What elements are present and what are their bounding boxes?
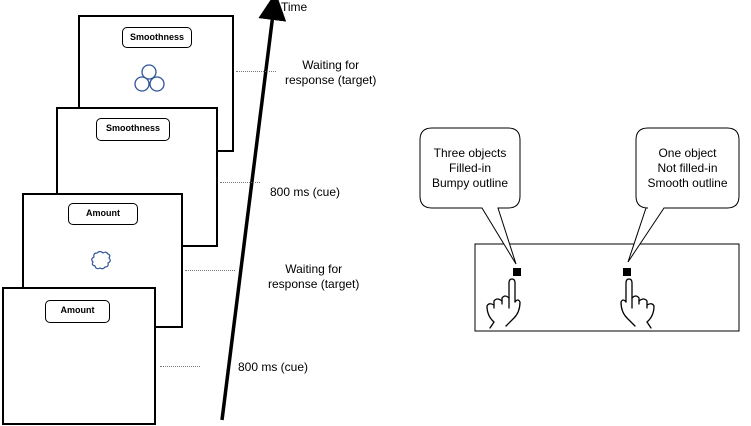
annotation-line: response (target): [285, 73, 377, 87]
trial-screen-4: Amount: [2, 287, 156, 425]
right-bubble-text: One object Not filled-in Smooth outline: [636, 146, 739, 191]
phase-annotation: Waiting for response (target): [268, 262, 359, 292]
cue-label: Amount: [68, 203, 138, 225]
cue-label: Smoothness: [96, 118, 170, 141]
phase-annotation: Waiting for response (target): [285, 58, 376, 88]
phase-annotation: 800 ms (cue): [238, 360, 308, 375]
response-box: [474, 243, 740, 332]
bubble-line: Bumpy outline: [431, 176, 509, 190]
annotation-line: 800 ms (cue): [270, 185, 341, 199]
bubble-line: One object: [658, 146, 717, 160]
left-response-key: [513, 268, 521, 276]
left-bubble-text: Three objects Filled-in Bumpy outline: [420, 146, 520, 191]
bubble-line: Smooth outline: [647, 176, 728, 190]
time-axis-label: Time: [281, 0, 308, 14]
cue-label: Smoothness: [122, 27, 192, 48]
right-speech-bubble: [627, 127, 740, 263]
left-hand-icon: [486, 278, 521, 329]
bubble-line: Three objects: [433, 146, 507, 160]
bumpy-blob-stimulus: [91, 250, 111, 270]
bubble-line: Not filled-in: [657, 161, 718, 175]
right-hand-icon: [620, 278, 655, 329]
three-circles-stimulus: [134, 64, 165, 92]
annotation-line: 800 ms (cue): [238, 360, 309, 374]
annotation-line: response (target): [268, 277, 360, 291]
leader-line: [220, 182, 260, 183]
leader-line: [185, 270, 235, 271]
annotation-line: Waiting for: [285, 262, 343, 276]
cue-label: Amount: [45, 300, 110, 323]
annotation-line: Waiting for: [302, 58, 360, 72]
leader-line: [160, 366, 200, 367]
phase-annotation: 800 ms (cue): [270, 185, 340, 200]
right-response-key: [623, 268, 631, 276]
bubble-line: Filled-in: [448, 161, 491, 175]
left-speech-bubble: [419, 127, 521, 265]
leader-line: [236, 71, 276, 72]
